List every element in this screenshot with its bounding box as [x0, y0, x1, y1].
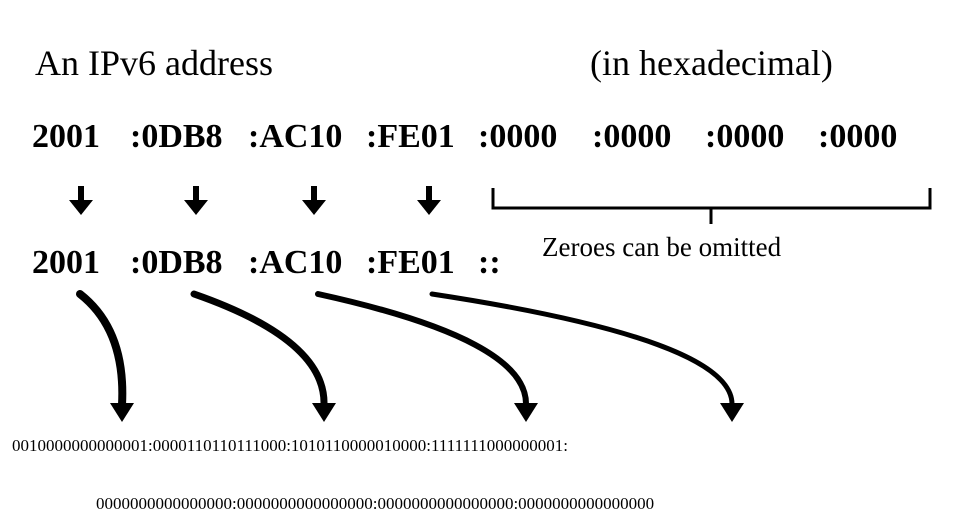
- full-group-6: :0000: [592, 118, 672, 155]
- down-arrow-4: [417, 186, 441, 215]
- down-arrow-2: [184, 186, 208, 215]
- short-group-4: :FE01: [366, 244, 455, 281]
- curve-arrow-2: [190, 290, 336, 422]
- full-group-3: :AC10: [248, 118, 343, 155]
- title-left: An IPv6 address: [35, 43, 273, 83]
- full-group-1: 2001: [32, 118, 100, 155]
- full-group-2: :0DB8: [130, 118, 223, 155]
- binary-line-1: 0010000000000001:0000110110111000:101011…: [12, 436, 568, 455]
- short-group-3: :AC10: [248, 244, 343, 281]
- down-arrow-3: [302, 186, 326, 215]
- curve-arrow-3: [315, 291, 538, 422]
- bracket-label: Zeroes can be omitted: [542, 232, 782, 262]
- zeroes-bracket: [491, 188, 932, 224]
- full-group-7: :0000: [705, 118, 785, 155]
- title-right: (in hexadecimal): [590, 43, 833, 83]
- curve-arrow-4: [429, 291, 744, 422]
- double-colon: ::: [478, 244, 501, 281]
- full-group-5: :0000: [478, 118, 558, 155]
- binary-line-2: 0000000000000000:0000000000000000:000000…: [96, 494, 655, 513]
- short-group-2: :0DB8: [130, 244, 223, 281]
- short-group-1: 2001: [32, 244, 100, 281]
- full-group-4: :FE01: [366, 118, 455, 155]
- curve-arrow-1: [76, 290, 134, 422]
- full-group-8: :0000: [818, 118, 898, 155]
- down-arrow-1: [69, 186, 93, 215]
